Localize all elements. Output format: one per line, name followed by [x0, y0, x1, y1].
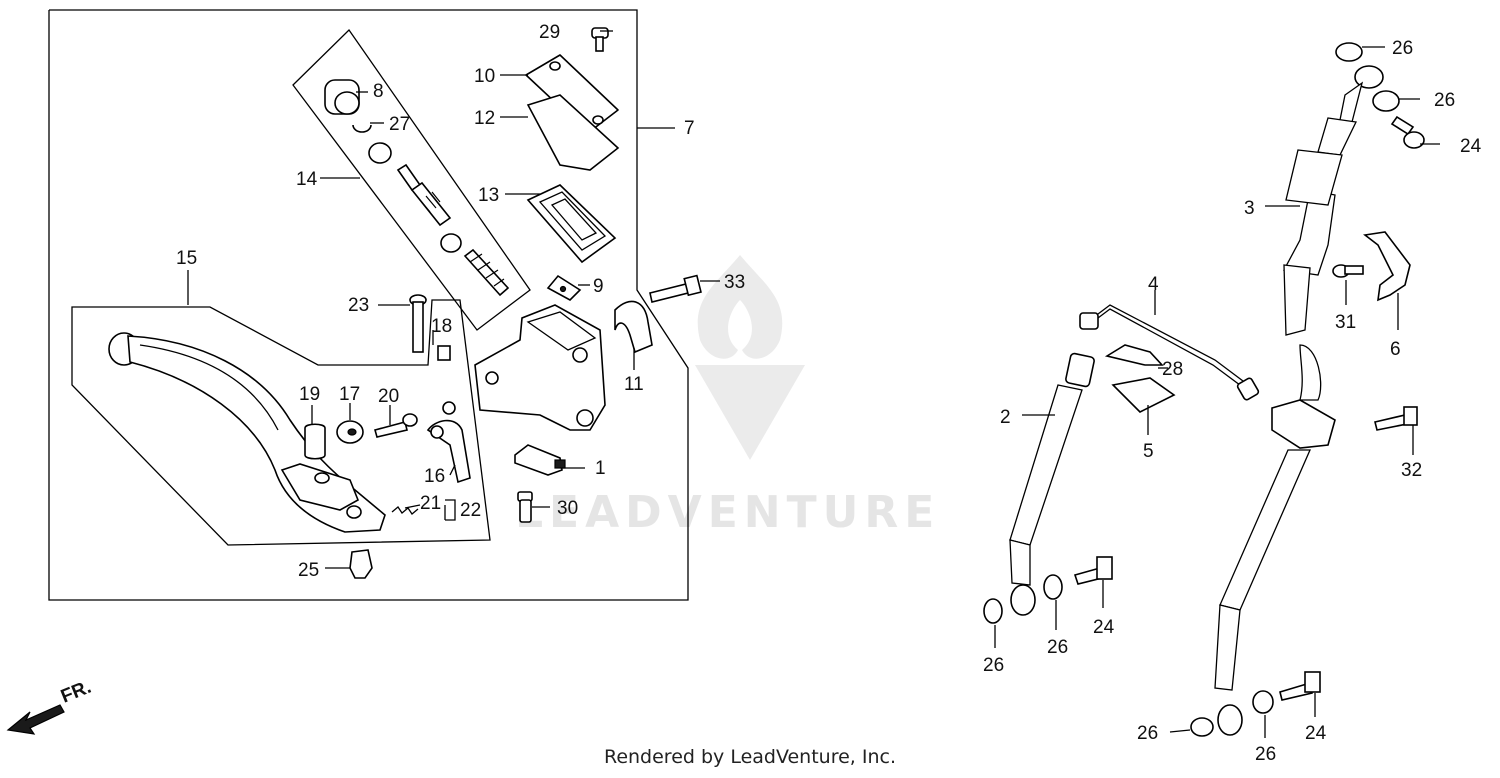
callout-3: 3: [1244, 198, 1255, 219]
footer-credit: Rendered by LeadVenture, Inc.: [603, 746, 897, 768]
master-cylinder-body: [474, 304, 606, 431]
part-5-holder: [1111, 377, 1176, 413]
watermark-text: LEADVENTURE: [515, 487, 940, 538]
callout-27: 27: [389, 114, 410, 135]
callout-16: 16: [424, 466, 445, 487]
callout-32: 32: [1401, 460, 1422, 481]
bolt-24-group: [1073, 115, 1425, 701]
lever-outline: [71, 299, 491, 546]
callout-24c: 24: [1305, 723, 1327, 744]
part-25-nut: [349, 549, 373, 579]
callout-10: 10: [474, 66, 495, 87]
callout-7: 7: [684, 118, 695, 139]
callout-26a: 26: [1392, 38, 1413, 59]
part-17-adjuster: [336, 420, 364, 444]
callouts: 1 2 3 4 5 6 7 8 9 10 11 12 13 14 15 16 1…: [176, 22, 1482, 765]
part-20-bolt: [374, 413, 418, 438]
part-23-pivot-bolt: [409, 294, 427, 353]
part-6-bracket: [1363, 231, 1411, 302]
callout-23: 23: [348, 295, 369, 316]
part-32-bolt: [1374, 406, 1418, 431]
leadventure-watermark: LEADVENTURE: [515, 255, 940, 538]
callout-11: 11: [624, 374, 644, 395]
part-11-clamp: [614, 300, 653, 354]
callout-26d: 26: [1047, 637, 1068, 658]
part-12-plate: [526, 94, 620, 171]
part-9-bracket: [546, 274, 582, 301]
part-30-screw: [517, 491, 533, 523]
part-8-cap: [324, 79, 360, 115]
assembly-outline: [48, 9, 689, 601]
part-4-brake-pipe: [1079, 304, 1260, 401]
callout-6: 6: [1390, 339, 1401, 360]
callout-5: 5: [1143, 441, 1154, 462]
callout-26e: 26: [1137, 723, 1158, 744]
callout-18: 18: [431, 316, 452, 337]
part-19-bushing: [304, 423, 326, 460]
part-2-lower-hose: [1009, 352, 1095, 616]
callout-24a: 24: [1460, 136, 1482, 157]
part-3-upper-hose: [1282, 65, 1384, 336]
callout-26c: 26: [983, 655, 1004, 676]
callout-8: 8: [373, 81, 384, 102]
callout-13: 13: [478, 185, 499, 206]
callout-1: 1: [595, 458, 606, 479]
callout-20: 20: [378, 386, 399, 407]
callout-26f: 26: [1255, 744, 1276, 765]
callout-17: 17: [339, 384, 360, 405]
piston-assembly: [368, 142, 510, 297]
callout-24b: 24: [1093, 617, 1115, 638]
callout-21: 21: [420, 493, 441, 514]
callout-31: 31: [1335, 312, 1356, 333]
part-13-diaphragm: [526, 184, 617, 264]
callout-26b: 26: [1434, 90, 1455, 111]
part-18-screw: [437, 345, 451, 361]
callout-9: 9: [593, 276, 604, 297]
front-direction-arrow: FR.: [6, 677, 94, 735]
brake-lever: [108, 332, 386, 533]
fr-label: FR.: [58, 677, 94, 708]
callout-14: 14: [296, 169, 318, 190]
washer-26-group: [983, 42, 1400, 737]
callout-19: 19: [299, 384, 320, 405]
part-28-clip: [1104, 344, 1164, 366]
part-33-bolt: [649, 274, 702, 303]
long-lower-hose: [1214, 344, 1336, 736]
part-1-switch: [514, 444, 566, 476]
callout-30: 30: [557, 498, 578, 519]
callout-4: 4: [1148, 274, 1159, 295]
part-31-bolt: [1332, 264, 1364, 278]
part-21-spring: [391, 506, 419, 515]
callout-2: 2: [1000, 407, 1011, 428]
callout-29: 29: [539, 22, 560, 43]
callout-33: 33: [724, 272, 745, 293]
callout-25: 25: [298, 560, 319, 581]
callout-22: 22: [460, 500, 481, 521]
part-27-circlip: [352, 124, 372, 133]
callout-12: 12: [474, 108, 495, 129]
part-16-knocker: [426, 401, 471, 484]
callout-28: 28: [1162, 359, 1183, 380]
callout-15: 15: [176, 248, 197, 269]
leader-lines: [187, 30, 1440, 738]
piston-kit-outline: [292, 28, 531, 331]
